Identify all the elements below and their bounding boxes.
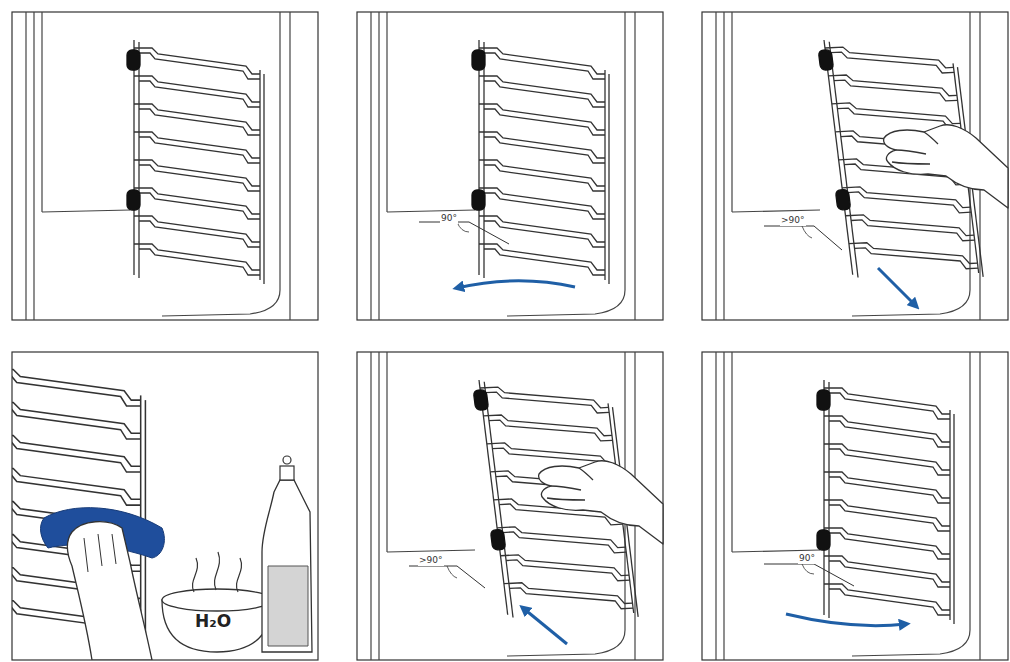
step-five — [371, 352, 663, 660]
step-three — [716, 12, 1008, 320]
angle-label: >90° — [780, 216, 806, 226]
step-four — [12, 360, 312, 660]
step-two — [371, 12, 635, 320]
angle-label: H₂O — [194, 612, 232, 631]
angle-label: 90° — [440, 214, 458, 224]
step-one — [26, 12, 290, 320]
angle-label: 90° — [798, 554, 816, 564]
panel-frame — [12, 12, 1008, 660]
angle-label: >90° — [418, 556, 444, 566]
step-six — [716, 352, 980, 660]
